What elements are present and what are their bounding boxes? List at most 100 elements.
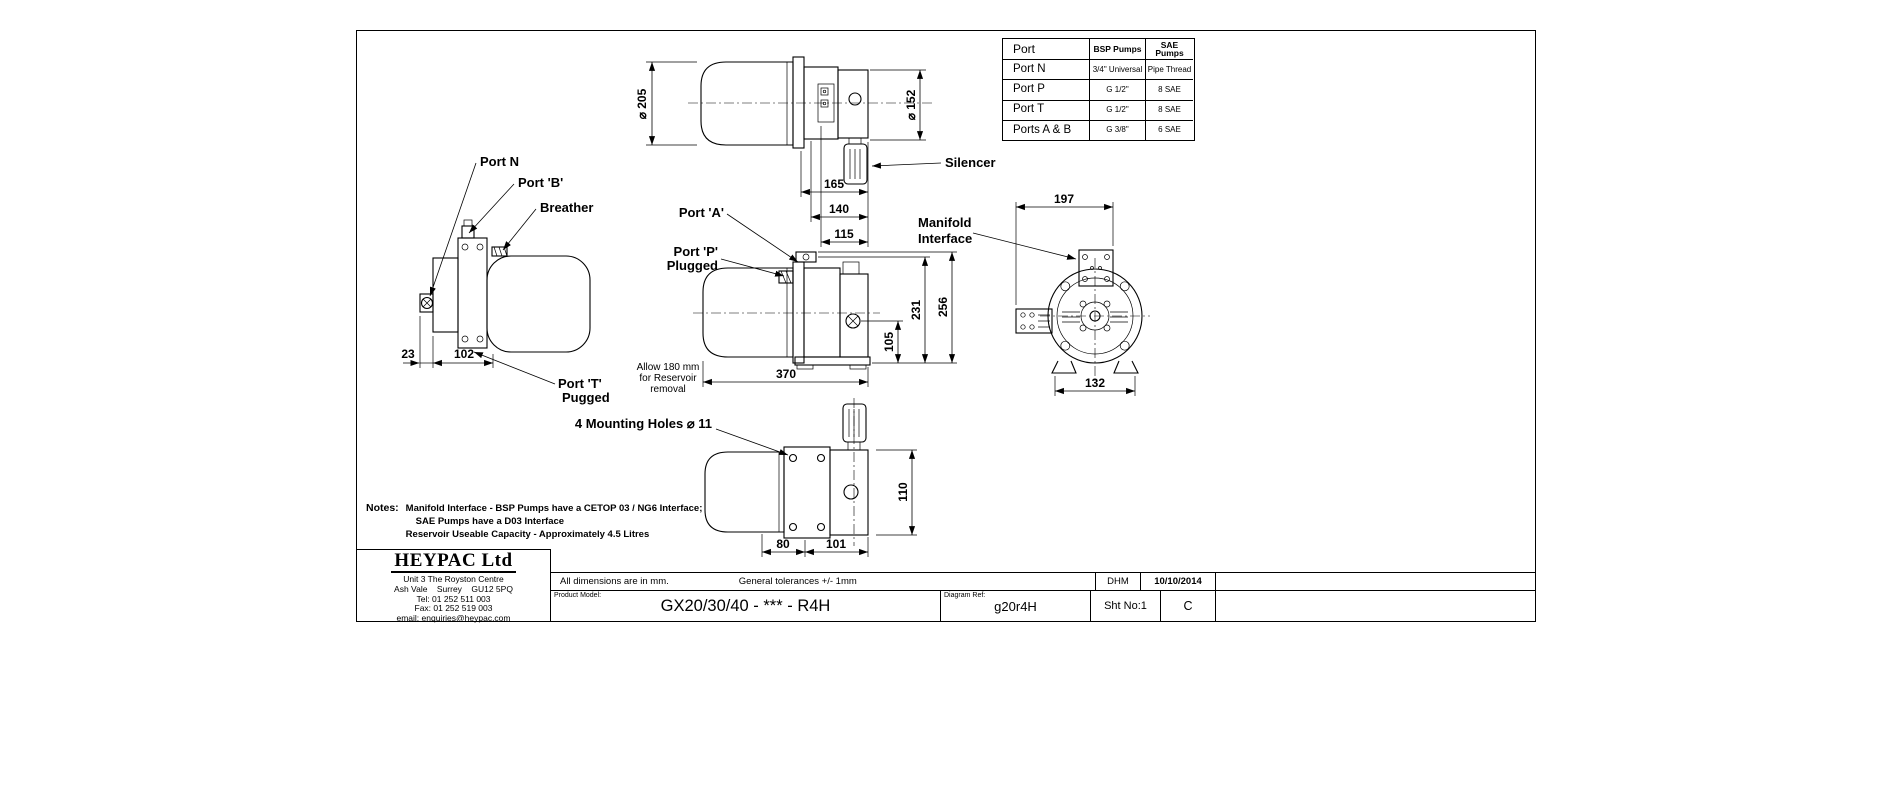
mounting-holes-label: 4 Mounting Holes ⌀ 11 xyxy=(575,416,712,431)
mounting-plate-front xyxy=(457,237,488,349)
notes-heading: Notes: xyxy=(366,502,399,514)
ports-table-cell: Pipe Thread xyxy=(1145,59,1193,80)
dim-23: 23 xyxy=(401,347,415,361)
ports-table: Port BSP Pumps SAE Pumps Port N 3/4" Uni… xyxy=(1002,38,1195,141)
port-p-label-line1: Port 'P' xyxy=(674,244,718,259)
drawing-frame xyxy=(356,30,1536,622)
silencer-label: Silencer xyxy=(945,155,996,170)
notes-line-2: SAE Pumps have a D03 Interface xyxy=(415,516,565,527)
notes-line-3: Reservoir Useable Capacity - Approximate… xyxy=(405,529,650,540)
mounting-hole xyxy=(788,522,798,532)
mounting-hole xyxy=(816,522,826,532)
port-a-block xyxy=(795,251,817,263)
pump-body-front xyxy=(432,257,459,333)
empty-cell xyxy=(1215,591,1536,621)
dim-231: 231 xyxy=(909,300,923,320)
ports-table-header-sae: SAE Pumps xyxy=(1145,39,1193,60)
silencer-bottom-view xyxy=(842,403,867,443)
ports-table-cell: Ports A & B xyxy=(1003,119,1089,140)
dim-dia205: ⌀ 205 xyxy=(635,88,649,119)
motor-bottom xyxy=(829,449,869,536)
mounting-plate xyxy=(792,56,805,149)
port-n-label: Port N xyxy=(480,154,519,169)
port-b-fitting xyxy=(461,225,475,239)
mounting-hole xyxy=(788,453,798,463)
dims-note: All dimensions are in mm. xyxy=(560,576,669,587)
dim-101: 101 xyxy=(826,537,846,551)
port-b-label: Port 'B' xyxy=(518,175,563,190)
dim-165: 165 xyxy=(824,177,844,191)
ports-table-cell: Port P xyxy=(1003,79,1089,99)
ports-table-cell: 8 SAE xyxy=(1145,99,1193,120)
company-tel: Tel: 01 252 511 003 xyxy=(416,593,491,604)
ports-table-cell: Port N xyxy=(1003,59,1089,79)
port-t-label-line2: Pugged xyxy=(562,390,610,405)
dim-197: 197 xyxy=(1054,192,1074,206)
empty-cell xyxy=(1215,573,1536,590)
manifold-interface-block xyxy=(1078,249,1114,287)
front-view: Port N Port 'B' Breather Port 'T' Pugged… xyxy=(401,154,609,405)
base-plate xyxy=(794,356,871,366)
diagram-ref-label: Diagram Ref: xyxy=(944,592,986,599)
dimension-notes-cell: All dimensions are in mm. General tolera… xyxy=(551,573,1095,590)
mounting-hole xyxy=(816,453,826,463)
dim-115: 115 xyxy=(834,227,854,241)
manifold-block xyxy=(817,83,835,123)
bottom-view: 4 Mounting Holes ⌀ 11 110 80 101 xyxy=(575,398,917,557)
port-n-fitting xyxy=(420,296,434,310)
motor-side xyxy=(839,273,869,358)
motor-body xyxy=(837,69,869,139)
reservoir-side xyxy=(702,267,794,358)
top-view: ⌀ 205 ⌀ 152 165 140 115 Silencer xyxy=(635,56,996,247)
side-bracket xyxy=(1015,308,1053,334)
breather-cap xyxy=(491,246,508,257)
diagram-ref-value: g20r4H xyxy=(994,598,1037,614)
notes-line-1: Manifold Interface - BSP Pumps have a CE… xyxy=(405,503,703,514)
product-model-label: Product Model: xyxy=(554,592,602,599)
dim-256: 256 xyxy=(936,297,950,317)
port-p-plug xyxy=(778,270,794,284)
ports-table-cell: G 1/2" xyxy=(1089,79,1145,100)
breather-label: Breather xyxy=(540,200,593,215)
product-model-cell: Product Model: GX20/30/40 - *** - R4H xyxy=(551,591,940,621)
reservoir-end xyxy=(486,255,591,353)
company-fax: Fax: 01 252 519 003 xyxy=(414,603,493,614)
port-a-label: Port 'A' xyxy=(679,205,724,220)
dim-102: 102 xyxy=(454,347,474,361)
ports-table-cell: 6 SAE xyxy=(1145,119,1193,140)
product-model-value: GX20/30/40 - *** - R4H xyxy=(660,596,831,615)
port-t-label-line1: Port 'T' xyxy=(558,376,602,391)
company-box: HEYPAC Ltd Unit 3 The Royston Centre Ash… xyxy=(357,549,551,624)
end-view: Manifold Interface 197 132 xyxy=(918,192,1150,396)
dim-105: 105 xyxy=(882,332,896,352)
port-p-label-line2: Plugged xyxy=(667,258,718,273)
dim-80: 80 xyxy=(776,537,790,551)
ports-table-cell: Port T xyxy=(1003,99,1089,120)
reservoir-removal-note-line2: for Reservoir xyxy=(639,373,697,384)
dim-110: 110 xyxy=(896,482,910,502)
company-email: email: enquiries@heypac.com xyxy=(396,613,511,624)
company-logo: HEYPAC Ltd xyxy=(391,551,516,573)
date-cell: 10/10/2014 xyxy=(1140,573,1215,590)
foot-left xyxy=(1051,360,1077,374)
ports-table-cell: G 3/8" xyxy=(1089,119,1145,140)
dim-370: 370 xyxy=(776,367,796,381)
tolerance-note: General tolerances +/- 1mm xyxy=(738,576,857,587)
title-block: All dimensions are in mm. General tolera… xyxy=(551,572,1536,621)
diagram-ref-cell: Diagram Ref: g20r4H xyxy=(940,591,1090,621)
dim-140: 140 xyxy=(829,202,849,216)
side-port xyxy=(845,313,861,329)
sheet-number-cell: Sht No:1 xyxy=(1090,591,1160,621)
company-address-line1: Unit 3 The Royston Centre xyxy=(403,574,504,584)
mounting-plate-side xyxy=(792,261,805,364)
notes-block: Notes: Manifold Interface - BSP Pumps ha… xyxy=(366,502,702,541)
motor-boss xyxy=(848,92,862,106)
silencer-component xyxy=(843,143,868,185)
dim-132: 132 xyxy=(1085,376,1105,390)
ports-table-cell: 8 SAE xyxy=(1145,79,1193,100)
reservoir-outline xyxy=(700,61,794,146)
reservoir-removal-note-line1: Allow 180 mm xyxy=(637,362,700,373)
revision-cell: C xyxy=(1160,591,1215,621)
